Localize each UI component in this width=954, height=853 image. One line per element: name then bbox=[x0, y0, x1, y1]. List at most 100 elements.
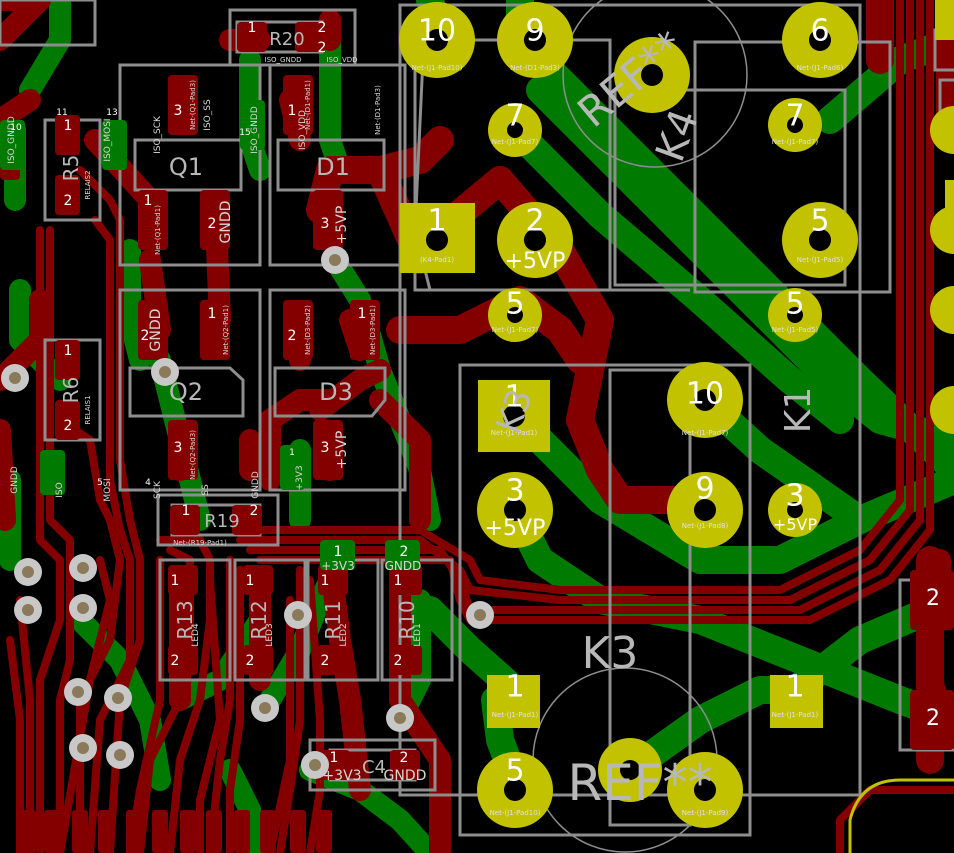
net-name: Net-(D1-Pad1) bbox=[304, 80, 312, 130]
pad-number: 2 bbox=[141, 328, 150, 344]
net-name: LED3 bbox=[265, 623, 275, 646]
net-name: ISO_VDD bbox=[326, 56, 357, 64]
pad-layer bbox=[399, 0, 954, 828]
net-name: ISO bbox=[55, 482, 65, 497]
pad-number: 1 bbox=[358, 306, 367, 322]
designator-r13: R13 bbox=[173, 600, 197, 639]
pin-label: 9 bbox=[525, 14, 544, 49]
pad-number: 2 bbox=[246, 653, 255, 669]
pad-net-label: Net-(J1-Pad7) bbox=[492, 326, 539, 334]
designator-c4: C4 bbox=[362, 757, 386, 778]
net-name: GNDD bbox=[148, 309, 164, 352]
pad-number: 2 bbox=[250, 503, 259, 519]
net-name: GNDD bbox=[384, 768, 427, 784]
pin-label: 2 bbox=[525, 204, 544, 239]
pad-number: 1 bbox=[64, 343, 73, 359]
pin-label: 7 bbox=[505, 99, 524, 134]
pad-number: 2 bbox=[64, 193, 73, 209]
pin-label: 5 bbox=[810, 204, 829, 239]
square-pad bbox=[770, 675, 823, 728]
pad-number: 13 bbox=[106, 108, 117, 118]
pad-net-label: Net-(J1-Pad1) bbox=[492, 711, 539, 719]
designator-r10: R10 bbox=[395, 600, 419, 639]
pad-net-label: Net-(J1-Pad10) bbox=[412, 64, 463, 72]
pad-number: 2 bbox=[318, 40, 327, 56]
designator-d1: D1 bbox=[316, 153, 350, 181]
net-name: Net-(D3-Pad2) bbox=[304, 305, 312, 355]
net-name: GNDD bbox=[10, 466, 20, 494]
pin-label: 5 bbox=[505, 754, 524, 789]
pad-number: 1 bbox=[182, 503, 191, 519]
net-name: +3V3 bbox=[321, 559, 355, 573]
pad-number: 2 bbox=[288, 328, 297, 344]
net-name: ISO_GNDD bbox=[265, 56, 302, 64]
net-name: SCK bbox=[153, 480, 163, 499]
pad-net-label: Net-(J1-Pad7) bbox=[492, 138, 539, 146]
net-name: ISO_VDD bbox=[298, 110, 308, 150]
pad-number: 11 bbox=[56, 108, 67, 118]
net-name: ISO_GNDD bbox=[7, 116, 17, 164]
designator-r11: R11 bbox=[321, 600, 345, 639]
pad-number: 2 bbox=[926, 586, 940, 611]
pin-label: 3 bbox=[505, 474, 524, 509]
pin-label: 6 bbox=[810, 14, 829, 49]
net-name: GNDD bbox=[251, 471, 261, 499]
pad-number: 3 bbox=[174, 103, 183, 119]
net-name: ISO_SS bbox=[203, 99, 213, 131]
net-name: ISO_SCK bbox=[153, 115, 163, 154]
pad-net-label: Net-(J1-Pad7) bbox=[682, 429, 729, 437]
square-pad bbox=[487, 675, 540, 728]
net-name: LED2 bbox=[339, 623, 349, 646]
pad-number: 2 bbox=[926, 706, 940, 731]
pad-net-label: Net-(J1-Pad6) bbox=[797, 64, 844, 72]
pad-net-label: Net-(J1-Pad9) bbox=[682, 809, 729, 817]
designator-k3: K3 bbox=[582, 628, 639, 679]
pad-number: 2 bbox=[394, 653, 403, 669]
pad-number: 2 bbox=[321, 653, 330, 669]
net-label: +5VP bbox=[485, 516, 546, 541]
pin-label: 1 bbox=[505, 670, 524, 705]
pad-net-label: Net-(J1-Pad1) bbox=[491, 429, 538, 437]
pin-label: 5 bbox=[505, 287, 524, 322]
designator-r6: R6 bbox=[59, 377, 83, 404]
net-name: Net-(Q1-Pad3) bbox=[189, 80, 197, 130]
pad-number: 1 bbox=[289, 448, 295, 458]
net-name: Net-(D3-Pad1) bbox=[369, 305, 377, 355]
pad-number: 2 bbox=[171, 653, 180, 669]
pad-number: 3 bbox=[321, 440, 330, 456]
net-name: RELAIS1 bbox=[84, 395, 92, 424]
pad-net-label: Net-(D1-Pad3) bbox=[510, 64, 560, 72]
net-name: +3V3 bbox=[322, 768, 361, 784]
designator-r19: R19 bbox=[204, 511, 239, 532]
pad-number: 2 bbox=[400, 544, 409, 560]
net-name: Net-(R19-Pad1) bbox=[173, 539, 227, 547]
pad-number: 1 bbox=[334, 544, 343, 560]
pad-number: 5 bbox=[97, 478, 103, 488]
net-name: +5VP bbox=[334, 431, 350, 470]
pad-number: 2 bbox=[400, 750, 409, 766]
net-name: ISO_MOSI bbox=[103, 118, 113, 161]
designator-ref-bottom: REF** bbox=[567, 754, 712, 812]
pad-net-label: Net-(J1-Pad5) bbox=[772, 326, 819, 334]
net-name: LED1 bbox=[413, 623, 423, 646]
pad-net-label: Net-(J1-Pad7) bbox=[772, 138, 819, 146]
pad-number: 3 bbox=[321, 216, 330, 232]
vias bbox=[1, 246, 494, 779]
designator-q1: Q1 bbox=[169, 153, 203, 181]
pad-number: 1 bbox=[248, 20, 257, 36]
pin-label: 10 bbox=[686, 377, 724, 412]
designator-k1: K1 bbox=[778, 387, 819, 434]
pad-number: 4 bbox=[145, 478, 151, 488]
pad-number: 1 bbox=[330, 750, 339, 766]
pad-number: 2 bbox=[208, 216, 217, 232]
net-name: Net-(Q2-Pad1) bbox=[222, 305, 230, 355]
designator-r5: R5 bbox=[59, 155, 83, 182]
net-name: +5VP bbox=[334, 206, 350, 245]
pin-label: 10 bbox=[418, 14, 456, 49]
net-name: GNDD bbox=[218, 201, 234, 244]
designator-r20: R20 bbox=[269, 29, 304, 50]
designator-q2: Q2 bbox=[169, 378, 203, 406]
pad-number: 1 bbox=[64, 118, 73, 134]
pin-label: 1 bbox=[504, 380, 523, 415]
